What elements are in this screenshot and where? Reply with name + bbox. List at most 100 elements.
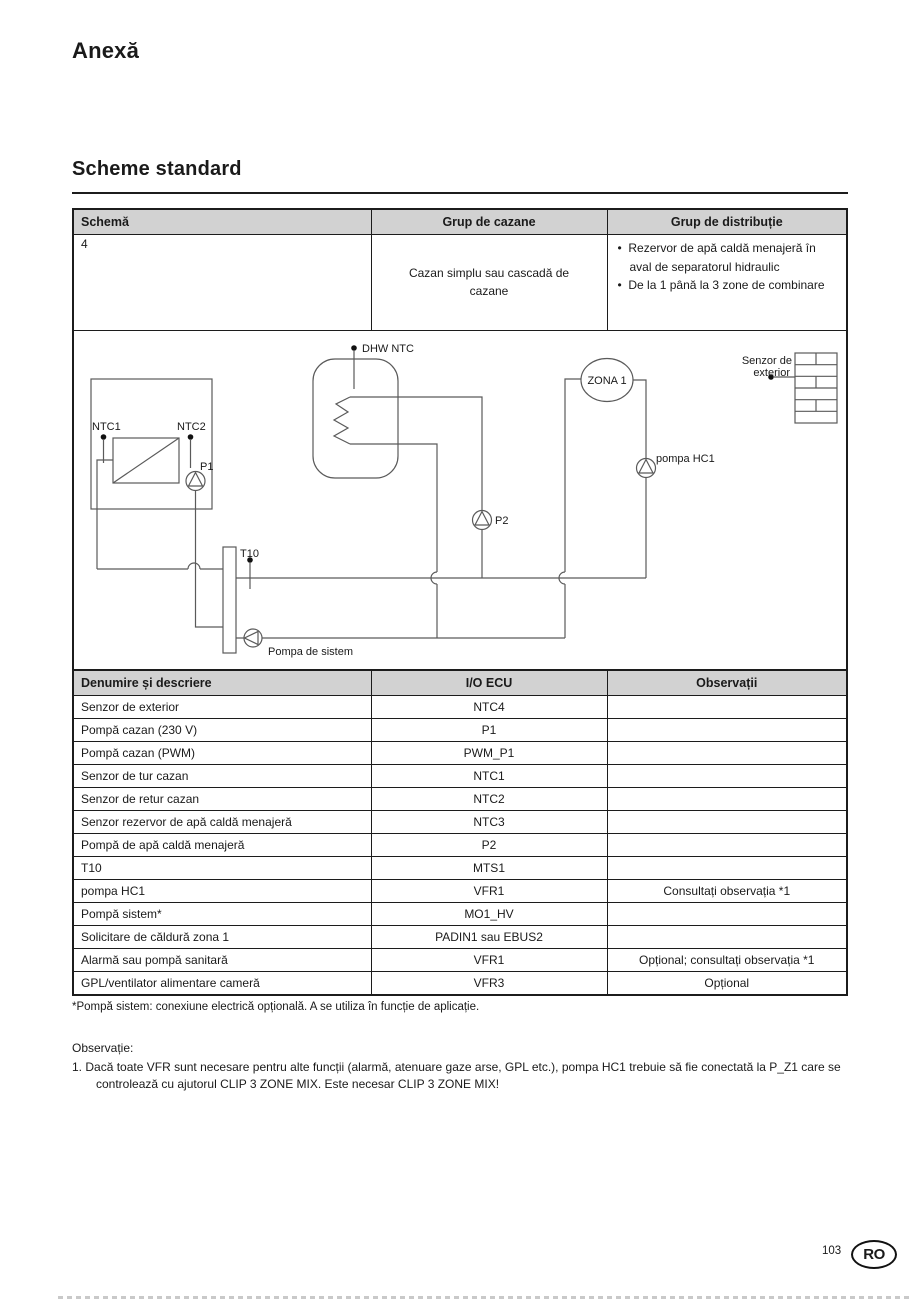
distribution-group-cell: Rezervor de apă caldă menajeră în aval d…: [606, 234, 848, 331]
row-obs: Opțional: [606, 971, 848, 996]
col-header-schema: Schemă: [72, 208, 372, 235]
diagram-row: DHW NTC NTC1 NTC2 P1 P2 T10 ZONA 1 pompa…: [72, 330, 848, 671]
row-obs: [606, 810, 848, 834]
system-pump: [243, 628, 263, 648]
scheme-row: 4 Cazan simplu sau cascadă de cazane Rez…: [72, 234, 848, 331]
row-name: Pompă de apă caldă menajeră: [72, 833, 372, 857]
row-obs: [606, 695, 848, 719]
boiler-pipes: [96, 459, 223, 628]
row-obs: [606, 718, 848, 742]
col-header-cazane: Grup de cazane: [370, 208, 608, 235]
row-io: MTS1: [370, 856, 608, 880]
label-pompa-hc1: pompa HC1: [656, 453, 715, 465]
bullet-item: De la 1 până la 3 zone de combinare: [618, 276, 841, 295]
label-p2: P2: [495, 515, 508, 527]
table-header-row: Denumire și descriere I/O ECU Observații: [72, 669, 848, 696]
separator-pipes: [236, 577, 646, 639]
row-obs: [606, 787, 848, 811]
col-header-distributie: Grup de distribuție: [606, 208, 848, 235]
row-name: GPL/ventilator alimentare cameră: [72, 971, 372, 996]
label-senzor-exterior-1: Senzor de: [742, 355, 792, 367]
ntc2-sensor: [187, 434, 194, 468]
row-obs: [606, 925, 848, 949]
dhw-pipes: [350, 396, 483, 638]
t10-sensor: [247, 557, 253, 589]
observation-heading: Observație:: [72, 1041, 134, 1055]
table-row: Pompă sistem*MO1_HV: [72, 902, 848, 926]
row-name: Senzor de retur cazan: [72, 787, 372, 811]
scheme-tables: Schemă Grup de cazane Grup de distribuți…: [72, 208, 848, 996]
table-row: Pompă cazan (PWM)PWM_P1: [72, 741, 848, 765]
pump-p1: [185, 470, 206, 492]
row-obs: [606, 764, 848, 788]
observation-block: Observație: 1. Dacă toate VFR sunt neces…: [72, 1040, 882, 1092]
row-obs: Consultați observația *1: [606, 879, 848, 903]
label-ntc2: NTC2: [177, 421, 206, 433]
pump-hc1: [635, 457, 657, 479]
row-name: Alarmă sau pompă sanitară: [72, 948, 372, 972]
row-name: Senzor rezervor de apă caldă menajeră: [72, 810, 372, 834]
dhw-tank: [312, 358, 399, 479]
ntc1-sensor: [100, 434, 107, 463]
table-row: Pompă cazan (230 V)P1: [72, 718, 848, 742]
col-header-denumire: Denumire și descriere: [72, 669, 372, 696]
row-name: pompa HC1: [72, 879, 372, 903]
row-obs: [606, 856, 848, 880]
dhw-ntc-sensor: [351, 345, 357, 389]
row-io: VFR3: [370, 971, 608, 996]
row-io: NTC4: [370, 695, 608, 719]
col-header-io-ecu: I/O ECU: [370, 669, 608, 696]
observation-text: Dacă toate VFR sunt necesare pentru alte…: [85, 1059, 841, 1091]
hydraulic-diagram-cell: DHW NTC NTC1 NTC2 P1 P2 T10 ZONA 1 pompa…: [72, 330, 848, 671]
row-name: Pompă sistem*: [72, 902, 372, 926]
zone1-pipes: [558, 378, 647, 638]
row-name: T10: [72, 856, 372, 880]
zone1-bubble: [580, 357, 634, 403]
row-name: Senzor de tur cazan: [72, 764, 372, 788]
row-obs: Opțional; consultați observația *1: [606, 948, 848, 972]
row-name: Senzor de exterior: [72, 695, 372, 719]
row-name: Solicitare de căldură zona 1: [72, 925, 372, 949]
row-name: Pompă cazan (230 V): [72, 718, 372, 742]
boiler-box: [90, 378, 213, 510]
page-number: 103: [822, 1245, 842, 1257]
observation-number: 1.: [72, 1059, 83, 1074]
tank-coil: [332, 396, 351, 445]
heat-exchanger: [112, 437, 180, 484]
section-title: Scheme standard: [72, 158, 848, 194]
row-io: P2: [370, 833, 608, 857]
bullet-item: Rezervor de apă caldă menajeră în aval d…: [618, 239, 841, 276]
col-header-observatii: Observații: [606, 669, 848, 696]
row-io: NTC2: [370, 787, 608, 811]
io-mapping-table: Denumire și descriere I/O ECU Observații…: [72, 669, 848, 996]
table-header-row: Schemă Grup de cazane Grup de distribuți…: [72, 208, 848, 235]
label-pompa-sistem: Pompa de sistem: [268, 646, 353, 658]
observation-item: 1. Dacă toate VFR sunt necesare pentru a…: [72, 1059, 882, 1093]
row-io: NTC1: [370, 764, 608, 788]
scheme-overview-table: Schemă Grup de cazane Grup de distribuți…: [72, 208, 848, 671]
row-obs: [606, 741, 848, 765]
row-name: Pompă cazan (PWM): [72, 741, 372, 765]
distribution-bullet-list: Rezervor de apă caldă menajeră în aval d…: [618, 239, 841, 295]
row-io: NTC3: [370, 810, 608, 834]
outdoor-sensor: [768, 374, 795, 380]
brick-wall-icon: [794, 352, 838, 424]
label-senzor-exterior-2: exterior: [753, 367, 790, 379]
boiler-group-cell: Cazan simplu sau cascadă de cazane: [370, 234, 608, 331]
label-ntc1: NTC1: [92, 421, 121, 433]
row-io: P1: [370, 718, 608, 742]
row-obs: [606, 902, 848, 926]
footnote: *Pompă sistem: conexiune electrică opțio…: [72, 1001, 480, 1013]
label-dhw-ntc: DHW NTC: [362, 343, 414, 355]
label-p1: P1: [200, 461, 213, 473]
pump-p2: [471, 509, 493, 531]
